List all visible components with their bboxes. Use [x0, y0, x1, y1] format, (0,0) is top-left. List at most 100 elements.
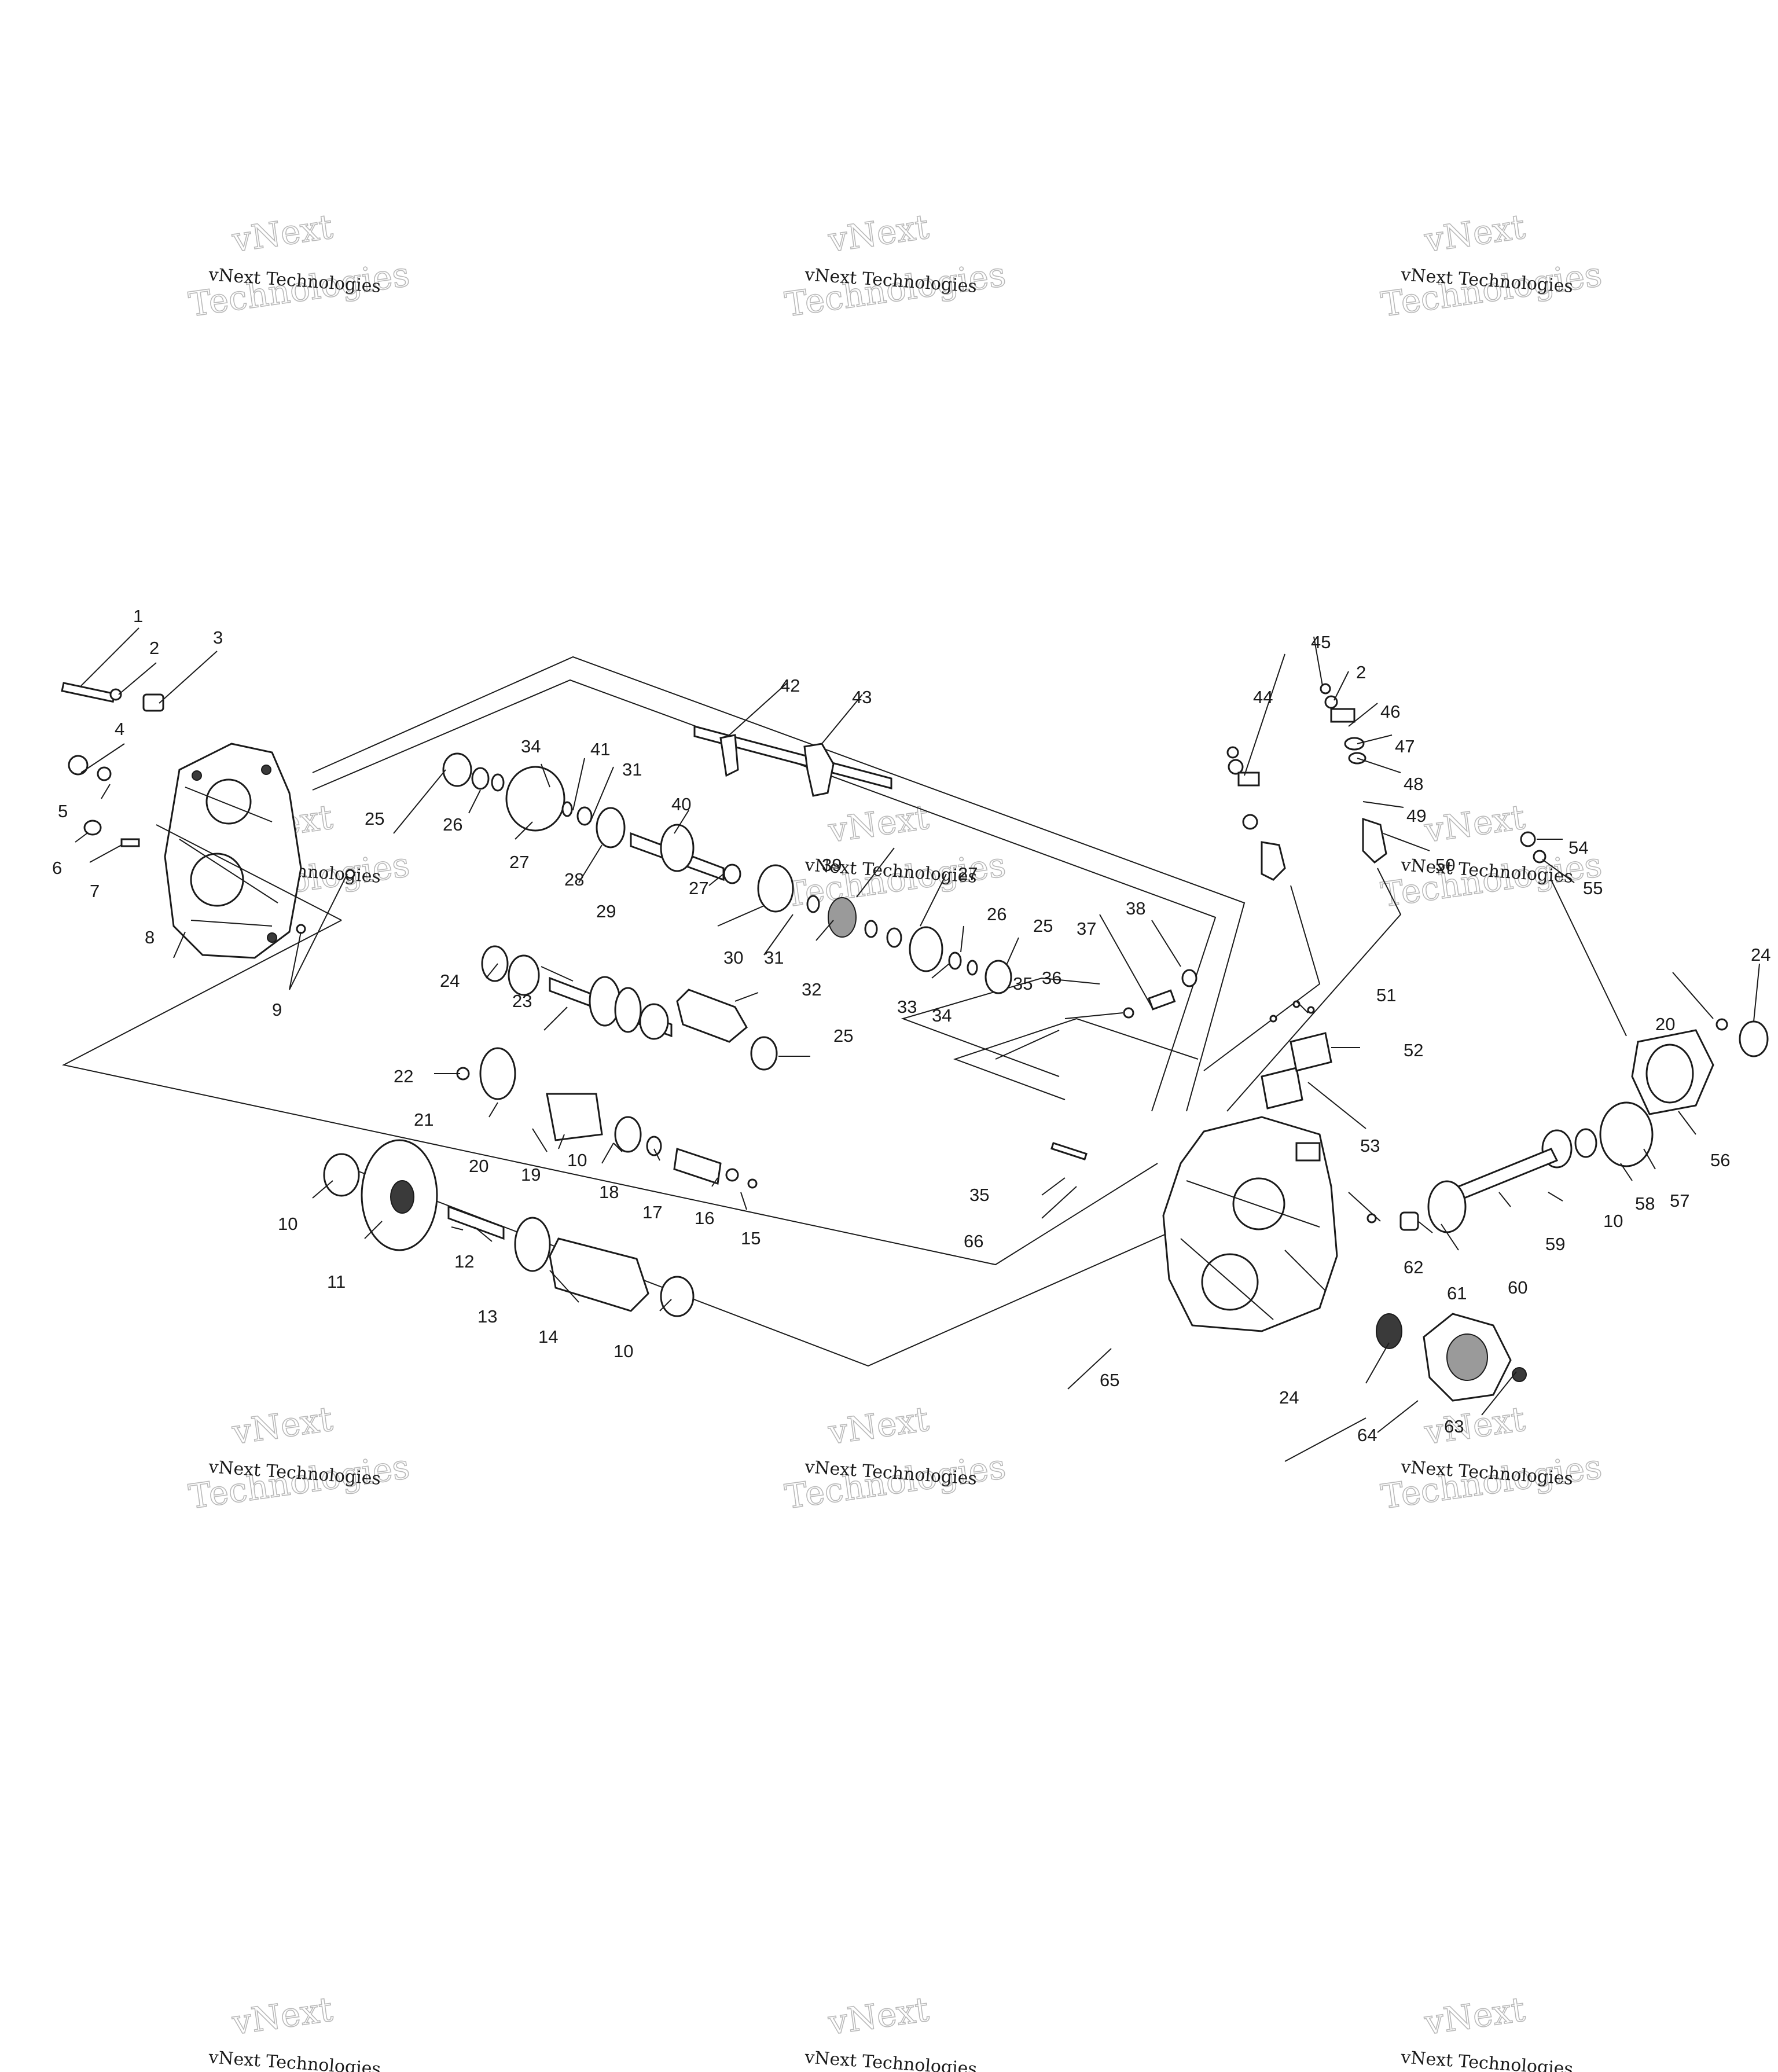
- left-case-ribs: [179, 787, 278, 927]
- washer-16: [725, 1168, 739, 1182]
- front-housing-assembly: [1376, 1313, 1527, 1402]
- bearing-10c: [614, 1116, 642, 1153]
- shift-fork-42: [719, 734, 739, 777]
- shift-shaft-44: [1261, 841, 1286, 881]
- bolt-7: [120, 838, 140, 847]
- bearing-10a: [323, 1153, 360, 1197]
- callout-label: 4: [115, 719, 124, 739]
- callout-label: 35: [1013, 973, 1033, 994]
- callout-label: 34: [932, 1005, 952, 1026]
- dowel-9: [296, 924, 306, 934]
- callout-label: 63: [1444, 1416, 1464, 1437]
- bolt-20b: [1715, 1018, 1728, 1031]
- watermark-text: vNext Technologies: [1399, 2047, 1574, 2072]
- callout-label: 57: [1670, 1191, 1689, 1211]
- seal-6: [83, 820, 102, 836]
- callout-label: 18: [599, 1182, 619, 1202]
- callout-label: 56: [1710, 1150, 1730, 1170]
- shaft-12: [447, 1205, 505, 1240]
- cover-plates: [1261, 1000, 1332, 1110]
- watermark: vNext Technologies vNext Technologies: [186, 1399, 412, 1518]
- bearing-10b: [660, 1276, 695, 1317]
- left-case-bolt-hole: [192, 770, 202, 781]
- seal-18: [646, 1136, 662, 1156]
- callout-label: 34: [521, 736, 541, 756]
- detent-assembly: [1050, 969, 1197, 1160]
- callout-label: 11: [327, 1272, 346, 1292]
- bolt-1: [61, 682, 116, 703]
- callout-label: 66: [964, 1231, 983, 1251]
- callout-label: 48: [1404, 774, 1423, 794]
- gear-39: [828, 897, 857, 938]
- callout-label: 46: [1380, 701, 1400, 722]
- callout-label: 13: [477, 1306, 497, 1327]
- callout-label: 49: [1406, 806, 1426, 826]
- pin-15: [747, 1178, 758, 1189]
- shaft-59: [1457, 1148, 1559, 1199]
- bracket-3: [142, 693, 164, 712]
- cover-56-bore: [1645, 1044, 1694, 1104]
- lower-gear-shaft-assembly: [481, 945, 778, 1071]
- ring-27d: [864, 920, 878, 938]
- watermark-big-top: vNext: [825, 1399, 931, 1452]
- bearing-25c: [750, 1036, 778, 1071]
- right-case-bore: [1232, 1177, 1285, 1230]
- o-ring-57: [1599, 1101, 1654, 1167]
- seal-44: [1242, 814, 1258, 830]
- callout-label: 42: [780, 675, 800, 696]
- callout-label: 20: [1655, 1014, 1675, 1034]
- frame-line-upper-inner: [312, 679, 1217, 1112]
- arm-46: [1330, 708, 1355, 723]
- cover-52: [1290, 1032, 1332, 1072]
- ring-31: [806, 895, 820, 913]
- callout-labels: 1 2 3 4 5 6 7 8 9 10 10 10 10 11 12 13 1…: [52, 606, 1770, 1445]
- callout-label: 2: [149, 638, 159, 658]
- callout-label: 58: [1635, 1193, 1655, 1214]
- watermark-big-top: vNext: [825, 797, 931, 850]
- left-case-fasteners: [61, 682, 355, 934]
- callout-label: 21: [414, 1110, 434, 1130]
- sprocket-13: [514, 1217, 551, 1272]
- callout-label: 10: [567, 1150, 587, 1170]
- bearing-60: [1427, 1180, 1467, 1233]
- frame-line-mid: [62, 920, 1158, 1266]
- watermark: vNext Technologies vNext Technologies: [1378, 207, 1604, 325]
- washer-2: [109, 688, 122, 701]
- nut-45: [1320, 683, 1331, 695]
- plug-62: [1366, 1213, 1377, 1224]
- callout-label: 1: [133, 606, 143, 626]
- callout-label: 27: [958, 864, 978, 884]
- frame-line-bracket2: [953, 1017, 1199, 1100]
- watermark-big-top: vNext: [825, 207, 931, 260]
- frame-line-right: [1551, 879, 1627, 1037]
- callout-label: 2: [1356, 662, 1366, 682]
- gear-23b: [614, 987, 642, 1033]
- gear-23c: [639, 1003, 669, 1040]
- collar-61: [1399, 1211, 1419, 1231]
- watermark: vNext Technologies vNext Technologies: [782, 207, 1008, 325]
- callout-label: 45: [1311, 632, 1331, 652]
- right-case-ribs: [1180, 1180, 1326, 1320]
- watermark-big-top: vNext: [229, 207, 335, 260]
- callout-label: 24: [1751, 945, 1770, 965]
- leader-lines: [75, 627, 1760, 1462]
- right-output-assembly: [1366, 1018, 1769, 1233]
- sprocket-21: [479, 1047, 516, 1100]
- gear-11-hub: [390, 1180, 414, 1214]
- callout-label: 17: [642, 1202, 662, 1222]
- callout-label: 3: [213, 627, 223, 648]
- right-main-case: [1162, 1116, 1338, 1332]
- callout-label: 51: [1376, 985, 1396, 1005]
- shift-linkage: [1226, 683, 1546, 881]
- cover-53: [1261, 1067, 1303, 1110]
- chain-32: [676, 989, 748, 1043]
- callout-label: 12: [454, 1251, 474, 1272]
- detent-plug-35: [1123, 1007, 1134, 1019]
- watermark: vNext vNext Technologies: [207, 1989, 381, 2072]
- bearing-29: [508, 954, 540, 996]
- watermark: vNext Technologies vNext Technologies: [186, 207, 412, 325]
- washer-38: [886, 927, 902, 948]
- callout-label: 28: [564, 869, 584, 890]
- watermark-big-top: vNext: [229, 1399, 335, 1452]
- screw-51c: [1269, 1015, 1277, 1023]
